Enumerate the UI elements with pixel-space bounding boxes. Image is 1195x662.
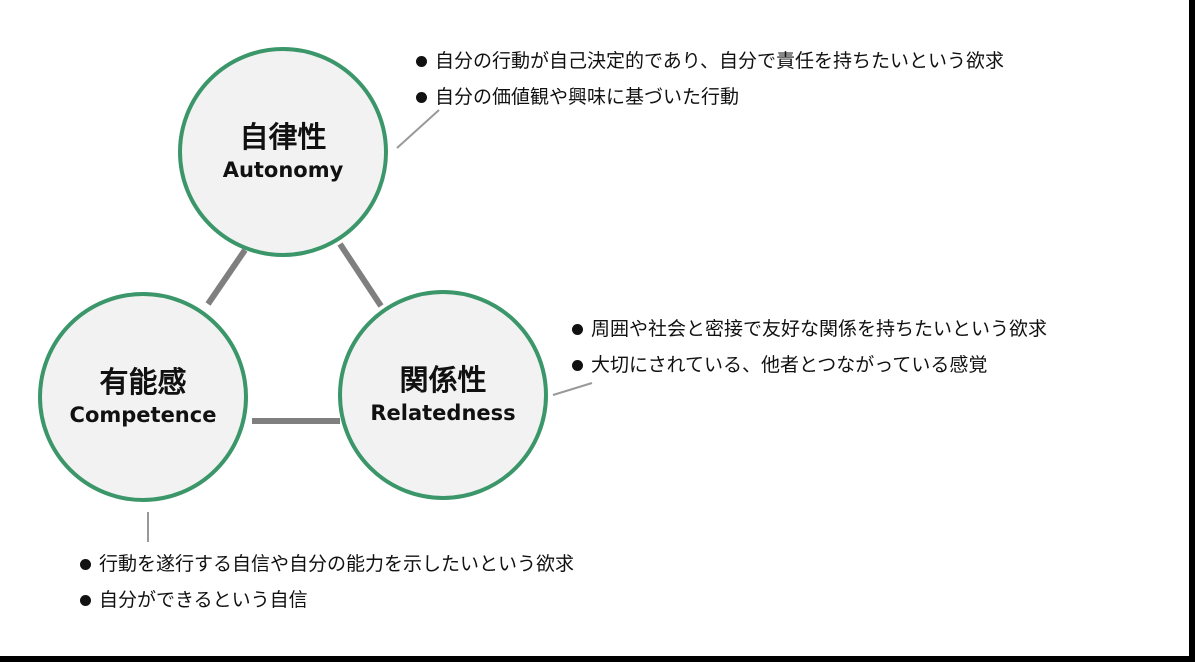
- node-autonomy: 自律性 Autonomy: [178, 47, 388, 257]
- note-item: 周囲や社会と密接で友好な関係を持ちたいという欲求: [572, 311, 1047, 347]
- node-autonomy-title: 自律性: [239, 120, 327, 155]
- node-competence: 有能感 Competence: [38, 292, 248, 502]
- notes-autonomy: 自分の行動が自己決定的であり、自分で責任を持ちたいという欲求 自分の価値観や興味…: [416, 43, 1004, 115]
- leader-relatedness: [552, 382, 593, 396]
- node-relatedness-title: 関係性: [399, 363, 487, 398]
- note-item: 自分ができるという自信: [80, 582, 574, 618]
- note-text: 自分ができるという自信: [99, 589, 308, 611]
- note-text: 大切にされている、他者とつながっている感覚: [591, 354, 988, 376]
- edge-autonomy-relatedness: [337, 242, 384, 308]
- note-item: 自分の価値観や興味に基づいた行動: [416, 79, 1004, 115]
- node-relatedness-subtitle: Relatedness: [370, 401, 516, 426]
- node-autonomy-subtitle: Autonomy: [222, 158, 344, 183]
- bullet-icon: [80, 594, 91, 606]
- note-item: 行動を遂行する自信や自分の能力を示したいという欲求: [80, 546, 574, 582]
- leader-autonomy: [396, 109, 440, 149]
- note-text: 周囲や社会と密接で友好な関係を持ちたいという欲求: [591, 318, 1048, 340]
- edge-autonomy-competence: [205, 248, 248, 306]
- notes-competence: 行動を遂行する自信や自分の能力を示したいという欲求 自分ができるという自信: [80, 546, 574, 618]
- note-text: 行動を遂行する自信や自分の能力を示したいという欲求: [99, 553, 575, 575]
- notes-relatedness: 周囲や社会と密接で友好な関係を持ちたいという欲求 大切にされている、他者とつなが…: [572, 311, 1047, 383]
- note-item: 自分の行動が自己決定的であり、自分で責任を持ちたいという欲求: [416, 43, 1004, 79]
- bullet-icon: [416, 91, 427, 103]
- bullet-icon: [80, 558, 91, 570]
- note-text: 自分の行動が自己決定的であり、自分で責任を持ちたいという欲求: [435, 50, 1005, 72]
- bullet-icon: [416, 55, 427, 67]
- node-competence-subtitle: Competence: [69, 403, 217, 428]
- bullet-icon: [572, 359, 583, 371]
- note-text: 自分の価値観や興味に基づいた行動: [435, 86, 740, 108]
- bullet-icon: [572, 323, 583, 335]
- node-competence-title: 有能感: [99, 365, 187, 400]
- node-relatedness: 関係性 Relatedness: [338, 290, 548, 500]
- note-item: 大切にされている、他者とつながっている感覚: [572, 347, 1047, 383]
